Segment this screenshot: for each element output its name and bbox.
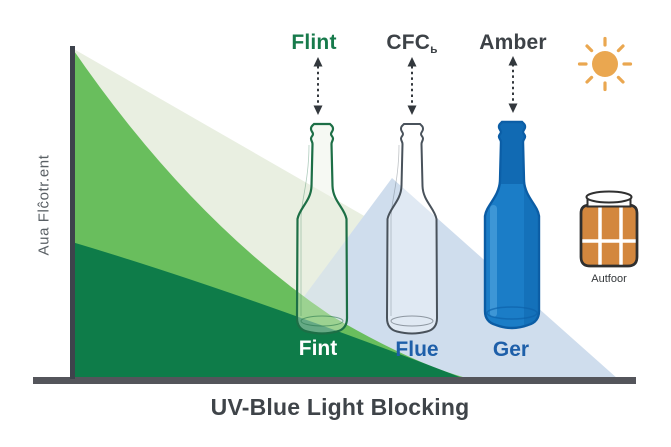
y-axis-label: Aua Flĉotr.ent (35, 154, 53, 256)
cfc-bottom-label: Flue (395, 338, 439, 361)
chart-title: UV-Blue Light Blocking (210, 394, 470, 420)
arrow-amber (508, 56, 518, 113)
amber-jar-icon (579, 190, 639, 268)
cfc-top-label-text: CFC (386, 31, 431, 54)
sun-icon (577, 36, 633, 92)
flint-bottle (295, 122, 349, 335)
amber-bottom-label: Ger (492, 338, 530, 361)
cfc-bottle (386, 123, 438, 335)
arrow-cfc (407, 57, 417, 115)
amber-bottle (483, 120, 541, 330)
flint-bottom-label: Fint (298, 337, 338, 360)
y-axis-line (70, 46, 75, 379)
cfc-top-label: CFCь (386, 31, 437, 56)
x-axis-line (33, 377, 636, 384)
arrow-flint (313, 57, 323, 115)
cfc-subscript: ь (430, 42, 438, 56)
amber-top-label: Amber (479, 31, 547, 54)
area-light-blue (268, 178, 618, 379)
area-dark-green (72, 242, 470, 381)
flint-top-label: Flint (291, 31, 337, 54)
jar-label: Autfoor (591, 273, 627, 285)
